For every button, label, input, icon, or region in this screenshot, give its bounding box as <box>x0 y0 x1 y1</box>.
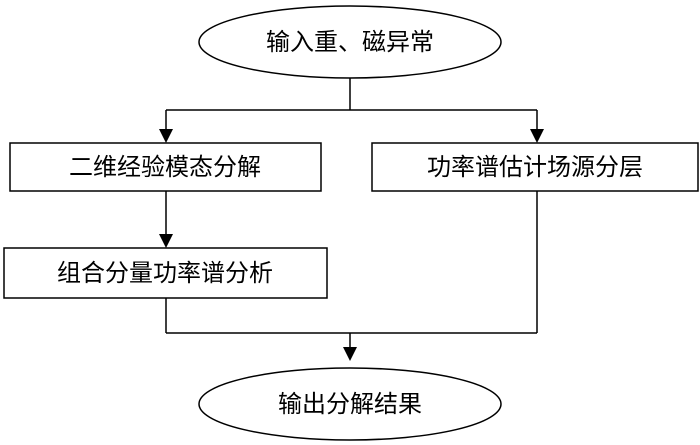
node-input: 输入重、磁异常 <box>198 5 502 79</box>
node-output: 输出分解结果 <box>198 367 502 441</box>
node-component-analysis: 组合分量功率谱分析 <box>3 247 328 299</box>
node-power-spectrum-layering-shape <box>371 142 699 192</box>
node-output-shape <box>198 367 502 441</box>
node-emd-label: 二维经验模态分解 <box>69 153 261 181</box>
node-component-analysis-label: 组合分量功率谱分析 <box>57 259 273 287</box>
node-output-label: 输出分解结果 <box>278 390 422 418</box>
node-power-spectrum-layering: 功率谱估计场源分层 <box>371 142 699 192</box>
arrowhead-output <box>343 347 357 361</box>
arrowhead-emd <box>159 129 173 143</box>
node-input-shape <box>198 5 502 79</box>
node-emd-shape <box>9 142 322 192</box>
node-component-analysis-shape <box>3 247 328 299</box>
node-input-label: 输入重、磁异常 <box>266 28 434 56</box>
arrowhead-power-spectrum <box>530 129 544 143</box>
flowchart-edges <box>159 78 544 361</box>
node-power-spectrum-layering-label: 功率谱估计场源分层 <box>427 153 643 181</box>
arrowhead-component <box>159 234 173 248</box>
node-emd: 二维经验模态分解 <box>9 142 322 192</box>
